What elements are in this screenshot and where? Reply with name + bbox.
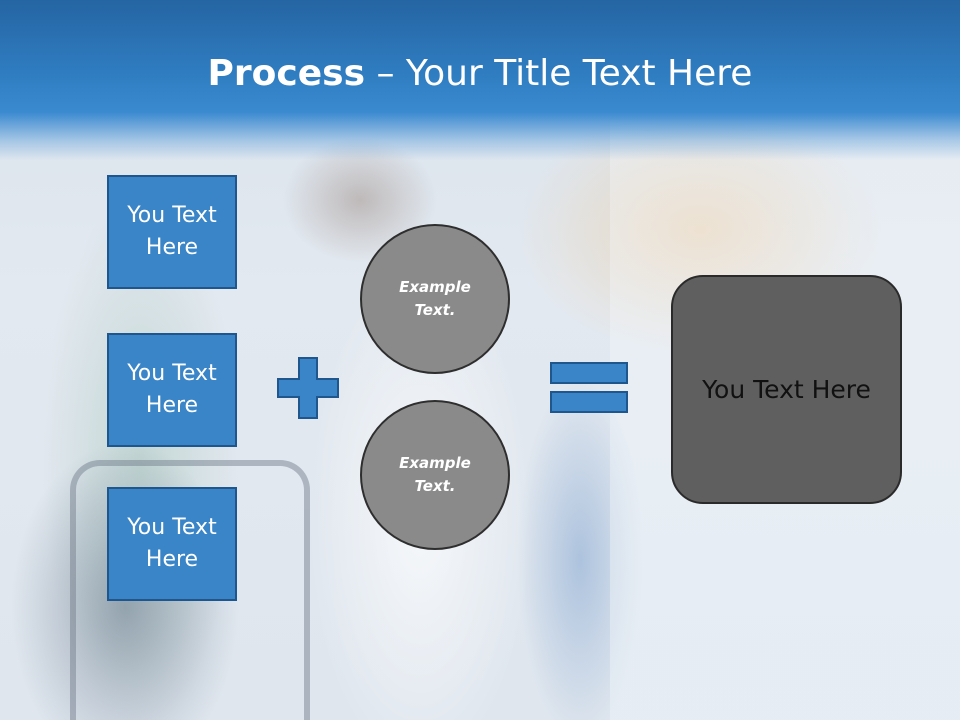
- equals-top-bar: [550, 362, 628, 384]
- example-circle-label: Example Text.: [399, 278, 471, 319]
- left-text-box-label: You Text Here: [127, 361, 217, 418]
- equals-bottom-bar: [550, 391, 628, 413]
- left-text-box-3[interactable]: You Text Here: [107, 487, 237, 601]
- example-circle-1[interactable]: Example Text.: [360, 224, 510, 374]
- result-text-box[interactable]: You Text Here: [671, 275, 902, 504]
- plus-icon: [277, 357, 339, 419]
- example-circle-label: Example Text.: [399, 454, 471, 495]
- left-text-box-2[interactable]: You Text Here: [107, 333, 237, 447]
- result-text-label: You Text Here: [702, 375, 871, 404]
- background-walker: [70, 460, 310, 720]
- example-circle-2[interactable]: Example Text.: [360, 400, 510, 550]
- left-text-box-label: You Text Here: [127, 203, 217, 260]
- title-bold-text: Process: [207, 53, 366, 94]
- title-banner: Process – Your Title Text Here: [0, 0, 960, 160]
- title-rest-text: – Your Title Text Here: [365, 53, 753, 94]
- slide-title: Process – Your Title Text Here: [0, 52, 960, 96]
- left-text-box-label: You Text Here: [127, 515, 217, 572]
- left-text-box-1[interactable]: You Text Here: [107, 175, 237, 289]
